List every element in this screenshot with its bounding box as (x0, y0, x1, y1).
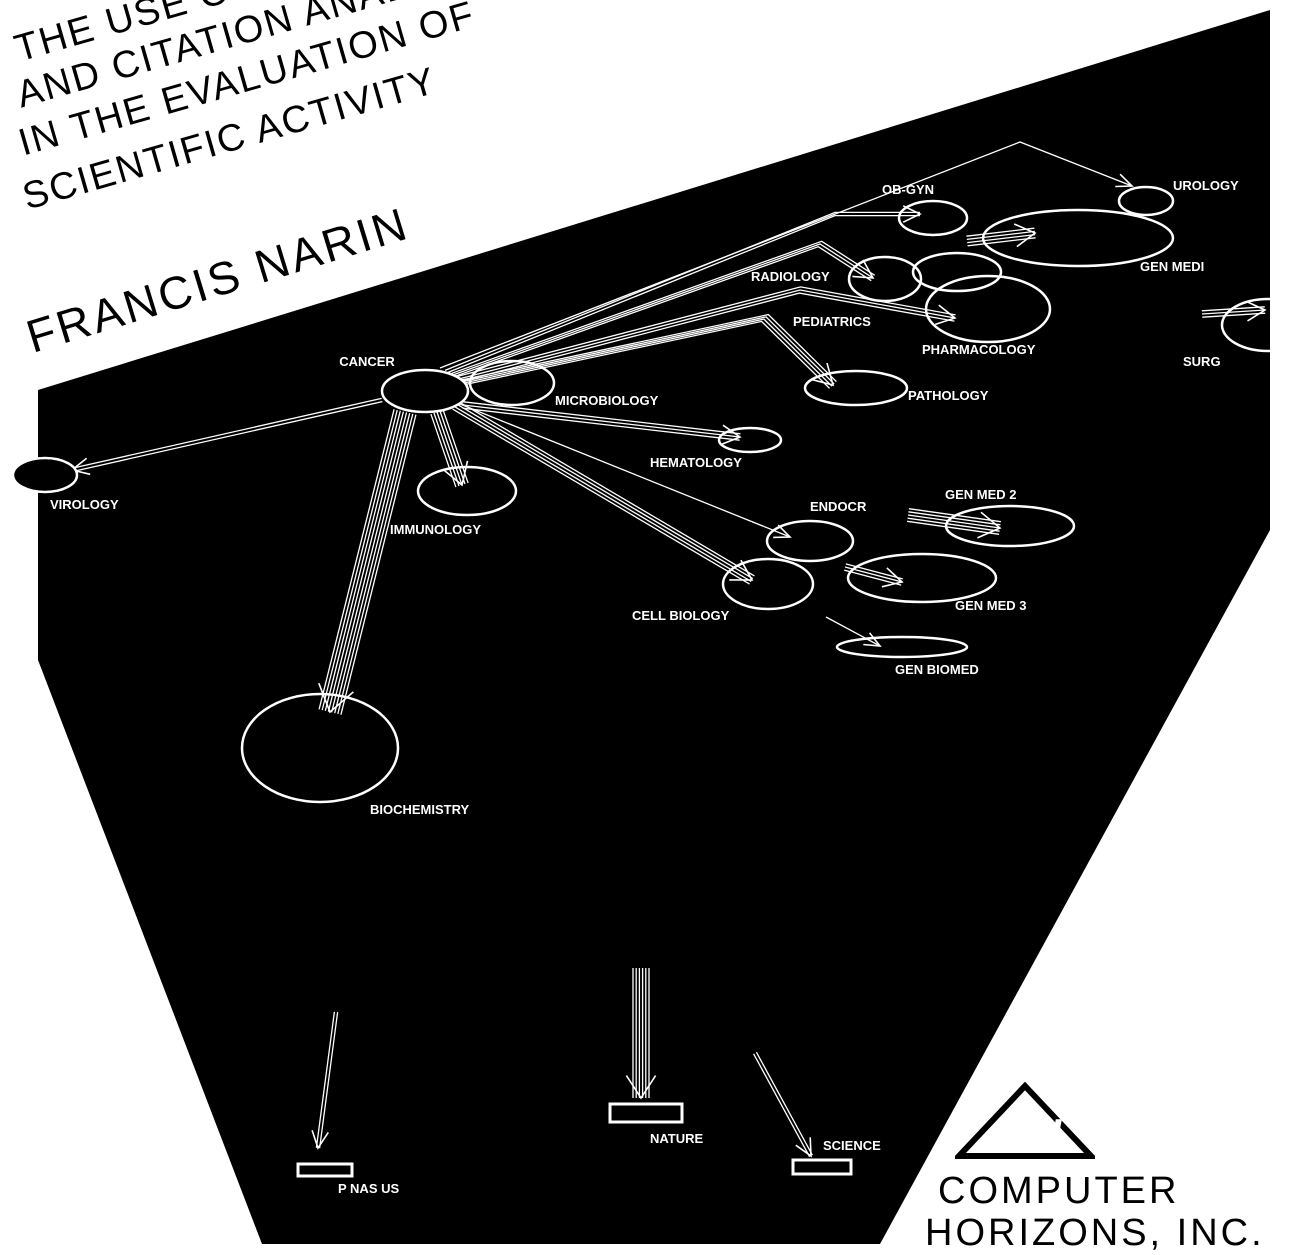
label-cell-biology: CELL BIOLOGY (632, 608, 730, 623)
label-pediatrics: PEDIATRICS (793, 314, 871, 329)
diagram-background (38, 10, 1270, 1244)
label-ob-gyn: OB-GYN (882, 182, 934, 197)
label-gen-med-3: GEN MED 3 (955, 598, 1027, 613)
node-cancer (382, 370, 468, 412)
label-endocr: ENDOCR (810, 499, 867, 514)
label-gen-med-1: GEN MEDI (1140, 259, 1204, 274)
label-radiology: RADIOLOGY (751, 269, 830, 284)
label-urology: UROLOGY (1173, 178, 1239, 193)
label-cancer: CANCER (339, 354, 395, 369)
label-gen-biomed: GEN BIOMED (895, 662, 979, 677)
label-microbiology: MICROBIOLOGY (555, 393, 659, 408)
chi-logo: CHI (955, 1082, 1095, 1162)
node-science (793, 1160, 851, 1174)
label-virology: VIROLOGY (50, 497, 119, 512)
label-hematology: HEMATOLOGY (650, 455, 742, 470)
label-p-nas-us: P NAS US (338, 1181, 399, 1196)
label-biochemistry: BIOCHEMISTRY (370, 802, 470, 817)
logo-lettering: CHI (989, 1110, 1063, 1157)
node-nature (610, 1104, 682, 1122)
node-virology (13, 458, 77, 492)
label-surg: SURG (1183, 354, 1221, 369)
label-gen-med-2: GEN MED 2 (945, 487, 1017, 502)
publisher-line-2: HORIZONS, INC. (925, 1212, 1265, 1255)
label-nature: NATURE (650, 1131, 704, 1146)
label-science: SCIENCE (823, 1138, 881, 1153)
label-pathology: PATHOLOGY (908, 388, 989, 403)
publisher-line-1: COMPUTER (938, 1170, 1179, 1213)
label-pharmacology: PHARMACOLOGY (922, 342, 1036, 357)
node-p-nas-us (298, 1164, 352, 1176)
label-immunology: IMMUNOLOGY (390, 522, 481, 537)
